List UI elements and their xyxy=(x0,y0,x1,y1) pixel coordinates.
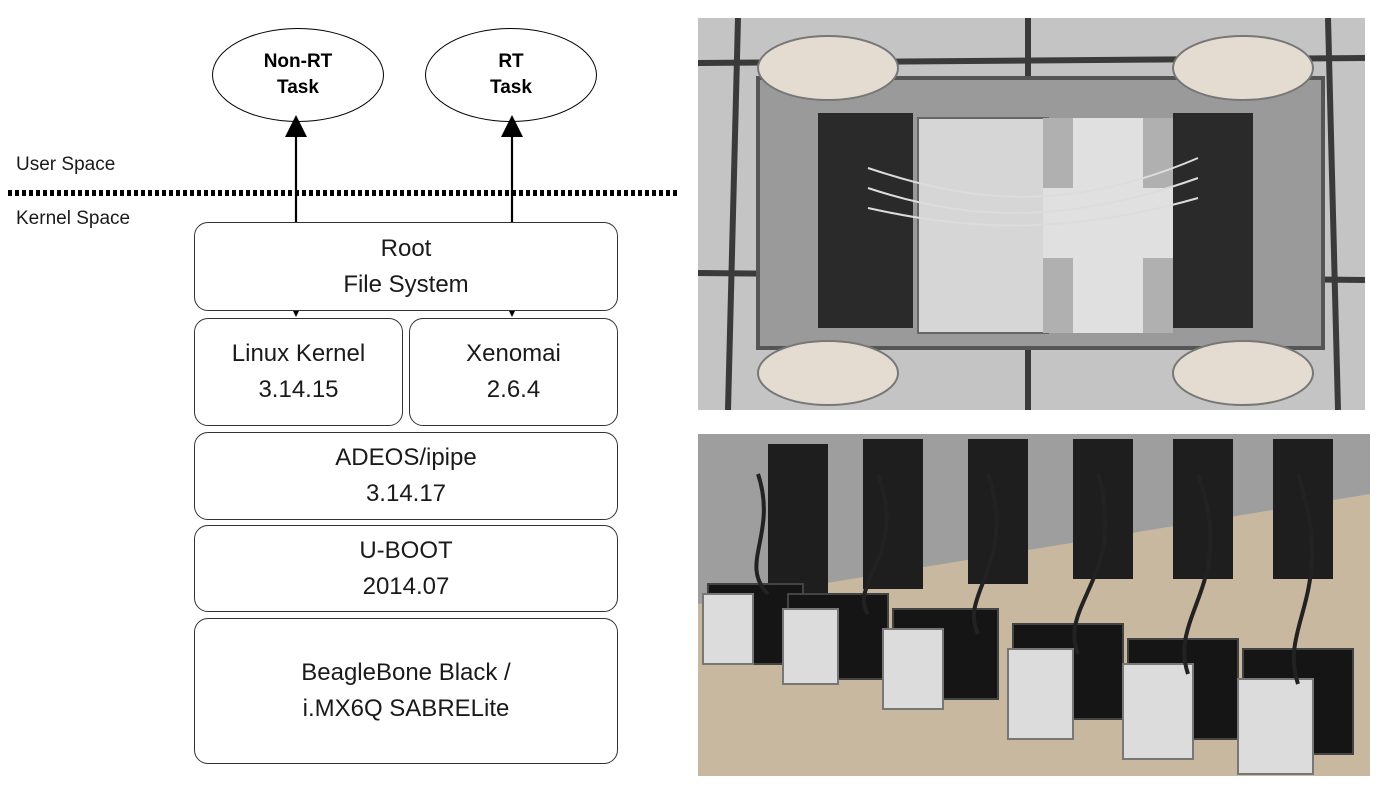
board-line1: BeagleBone Black / xyxy=(301,659,511,686)
non-rt-task-line2: Task xyxy=(277,77,319,98)
non-rt-task-line1: Non-RT xyxy=(263,51,333,72)
xenomai-line1: Xenomai xyxy=(466,340,561,367)
linux-kernel-box: Linux Kernel 3.14.15 xyxy=(194,318,403,426)
xenomai-line2: 2.6.4 xyxy=(486,376,541,403)
xenomai-box: Xenomai 2.6.4 xyxy=(409,318,618,426)
uboot-line2: 2014.07 xyxy=(362,572,450,600)
adeos-ipipe-box: ADEOS/ipipe 3.14.17 xyxy=(194,432,618,520)
rt-task-line1: RT xyxy=(498,51,524,72)
user-space-label: User Space xyxy=(16,154,116,175)
linux-kernel-line1: Linux Kernel xyxy=(231,340,366,367)
architecture-diagram: Non-RT Task RT Task User Space Kernel Sp… xyxy=(0,0,690,789)
rt-task-ellipse: RT Task xyxy=(425,28,597,122)
kernel-space-label: Kernel Space xyxy=(16,208,131,229)
adeos-line2: 3.14.17 xyxy=(365,480,447,507)
uboot-box: U-BOOT 2014.07 xyxy=(194,525,618,612)
non-rt-task-ellipse: Non-RT Task xyxy=(212,28,384,122)
robot-platform-photo xyxy=(698,18,1365,410)
root-file-system-box: Root File System xyxy=(194,222,618,311)
uboot-line1: U-BOOT xyxy=(359,536,453,564)
linux-kernel-line2: 3.14.15 xyxy=(258,376,339,403)
rt-task-line2: Task xyxy=(490,77,532,98)
board-box: BeagleBone Black / i.MX6Q SABRELite xyxy=(194,618,618,764)
root-fs-line1: Root xyxy=(380,234,432,262)
adeos-line1: ADEOS/ipipe xyxy=(335,444,477,471)
board-line2: i.MX6Q SABRELite xyxy=(302,695,510,722)
root-fs-line2: File System xyxy=(343,270,469,298)
servo-motors-photo xyxy=(698,434,1370,776)
